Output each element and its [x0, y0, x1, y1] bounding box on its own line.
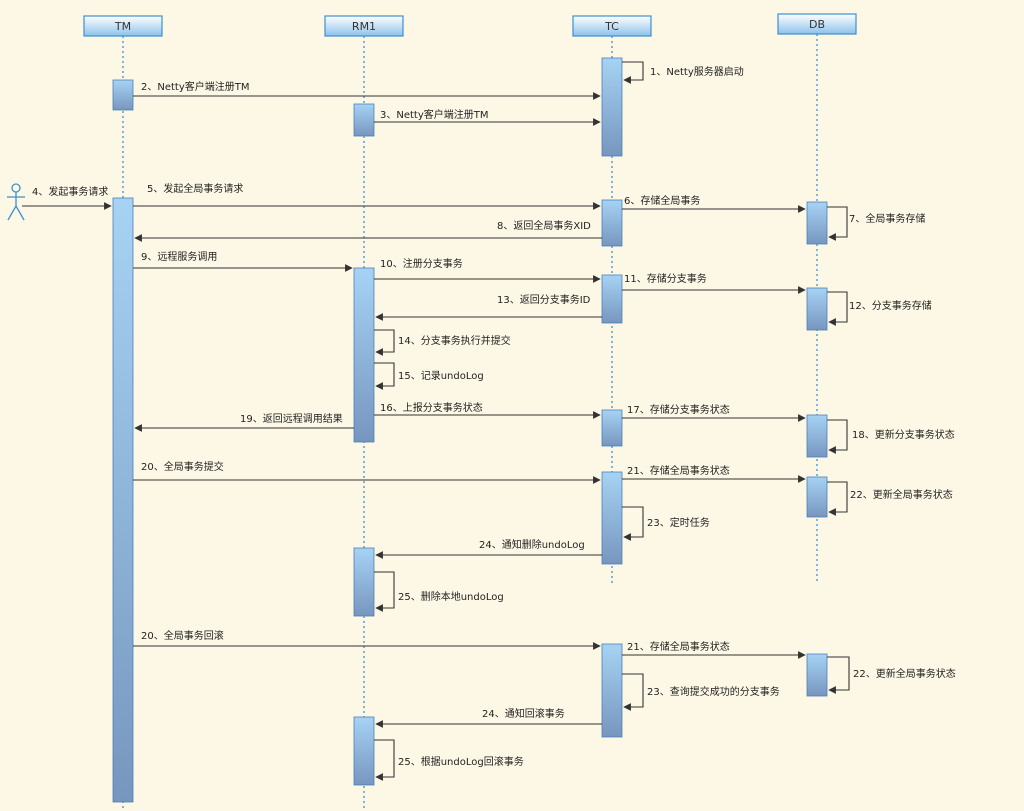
activation-tc-report: [601, 409, 623, 447]
loop-m7: [827, 206, 848, 241]
activation-rm1-register: [353, 103, 375, 137]
activation-tc-global: [601, 199, 623, 247]
actor-label: 4、发起事务请求: [32, 185, 108, 198]
label-m11: 11、存储分支事务: [624, 272, 707, 285]
participant-db-label: DB: [809, 18, 825, 31]
participant-tc: TC: [572, 15, 652, 37]
label-m23b: 23、查询提交成功的分支事务: [647, 685, 780, 698]
label-m17: 17、存储分支事务状态: [627, 403, 730, 416]
label-m6: 6、存储全局事务: [624, 194, 700, 207]
label-m9: 9、远程服务调用: [141, 250, 217, 263]
activation-rm1-rollback: [353, 716, 375, 786]
label-m14: 14、分支事务执行并提交: [398, 334, 511, 347]
label-m20b: 20、全局事务回滚: [141, 629, 224, 642]
loop-m12: [827, 291, 848, 326]
label-m25b: 25、根据undoLog回滚事务: [398, 755, 524, 768]
loop-m22a: [827, 481, 848, 516]
participant-tm: TM: [83, 15, 163, 37]
actor-user-icon: [7, 183, 25, 221]
label-m21a: 21、存储全局事务状态: [627, 464, 730, 477]
label-m2: 2、Netty客户端注册TM: [141, 80, 250, 93]
label-m25a: 25、删除本地undoLog: [398, 590, 504, 603]
activation-tc-branch: [601, 274, 623, 324]
label-m7: 7、全局事务存储: [849, 212, 925, 225]
label-m16: 16、上报分支事务状态: [380, 401, 483, 414]
label-m8: 8、返回全局事务XID: [497, 219, 591, 232]
label-m22b: 22、更新全局事务状态: [853, 667, 956, 680]
loop-m23b: [622, 673, 644, 711]
label-m24b: 24、通知回滚事务: [482, 707, 565, 720]
label-m12: 12、分支事务存储: [849, 299, 932, 312]
activation-rm1-branch: [353, 267, 375, 443]
loop-m18: [827, 419, 848, 454]
activation-db-branch: [806, 287, 828, 331]
label-m13: 13、返回分支事务ID: [497, 293, 591, 306]
activation-tc-rollback: [601, 643, 623, 738]
activation-db-rollback-state: [806, 653, 828, 697]
participant-rm1: RM1: [324, 15, 404, 37]
activation-tc-startup: [601, 57, 623, 157]
loop-m23a: [622, 506, 644, 541]
label-m5: 5、发起全局事务请求: [147, 182, 243, 195]
label-m18: 18、更新分支事务状态: [852, 428, 955, 441]
label-m20a: 20、全局事务提交: [141, 460, 224, 473]
loop-m25a: [374, 571, 395, 612]
activation-db-branch-state: [806, 414, 828, 458]
label-m23a: 23、定时任务: [647, 516, 710, 529]
activation-db-global: [806, 201, 828, 245]
participant-db: DB: [777, 13, 857, 35]
loop-m14: [374, 329, 395, 356]
label-m1: 1、Netty服务器启动: [650, 65, 744, 78]
activation-tm-register: [112, 79, 134, 111]
participant-rm1-label: RM1: [352, 20, 376, 33]
loop-m1: [622, 61, 644, 84]
label-m22a: 22、更新全局事务状态: [850, 488, 953, 501]
activation-rm1-delete: [353, 547, 375, 617]
label-m21b: 21、存储全局事务状态: [627, 640, 730, 653]
label-m24a: 24、通知删除undoLog: [479, 538, 585, 551]
participant-tc-label: TC: [604, 20, 619, 33]
loop-m22b: [827, 656, 850, 694]
loop-m15: [374, 362, 395, 390]
label-m15: 15、记录undoLog: [398, 370, 484, 382]
activation-tc-commit: [601, 471, 623, 565]
activation-tm-main: [112, 197, 134, 803]
loop-m25b: [374, 739, 395, 781]
label-m10: 10、注册分支事务: [380, 257, 463, 270]
participant-tm-label: TM: [114, 20, 131, 33]
activation-db-global-state: [806, 476, 828, 518]
label-m3: 3、Netty客户端注册TM: [380, 108, 489, 121]
label-m19: 19、返回远程调用结果: [240, 412, 343, 425]
